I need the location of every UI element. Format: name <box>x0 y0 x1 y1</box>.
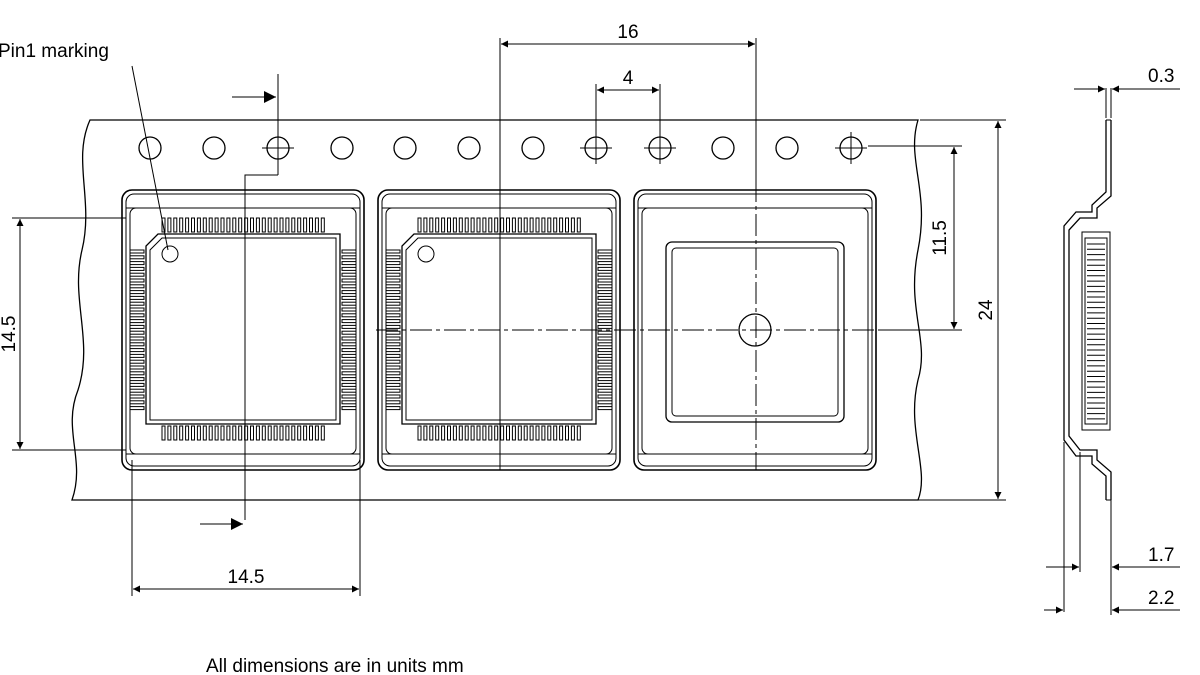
sprocket-hole <box>775 136 799 160</box>
ic-package <box>129 217 357 441</box>
side-section-view <box>1063 88 1112 501</box>
pocket <box>633 189 877 471</box>
sprocket-hole <box>521 136 545 160</box>
units-note: All dimensions are in units mm <box>206 656 464 675</box>
sprocket-hole <box>202 136 226 160</box>
dim-text-14-5-vertical: 14.5 <box>0 316 20 353</box>
dim-text-16: 16 <box>617 22 638 43</box>
pin1-marking-label: Pin1 marking <box>0 41 109 62</box>
sprocket-hole <box>835 132 867 164</box>
sprocket-hole <box>330 136 354 160</box>
sprocket-holes <box>138 132 867 164</box>
pin1-leader <box>131 65 169 251</box>
dim-text-11-5: 11.5 <box>930 220 951 256</box>
pocket <box>121 189 365 471</box>
sprocket-hole <box>457 136 481 160</box>
dim-text-0-3: 0.3 <box>1148 66 1174 87</box>
dim-text-14-5-horizontal: 14.5 <box>228 567 265 588</box>
carrier-tape-outline <box>71 119 923 501</box>
pin1-dot <box>161 245 179 263</box>
dim-text-4: 4 <box>623 68 634 89</box>
pockets <box>121 180 890 471</box>
sprocket-hole <box>711 136 735 160</box>
pin1-dot <box>417 245 435 263</box>
dim-text-1-7: 1.7 <box>1148 545 1174 566</box>
ic-package <box>385 217 613 441</box>
dim-text-2-2: 2.2 <box>1148 588 1174 609</box>
empty-pocket-cavity <box>665 241 845 423</box>
section-cut-jog <box>244 174 278 520</box>
sprocket-hole <box>393 136 417 160</box>
dim-text-24: 24 <box>976 299 997 321</box>
pocket <box>377 189 621 471</box>
